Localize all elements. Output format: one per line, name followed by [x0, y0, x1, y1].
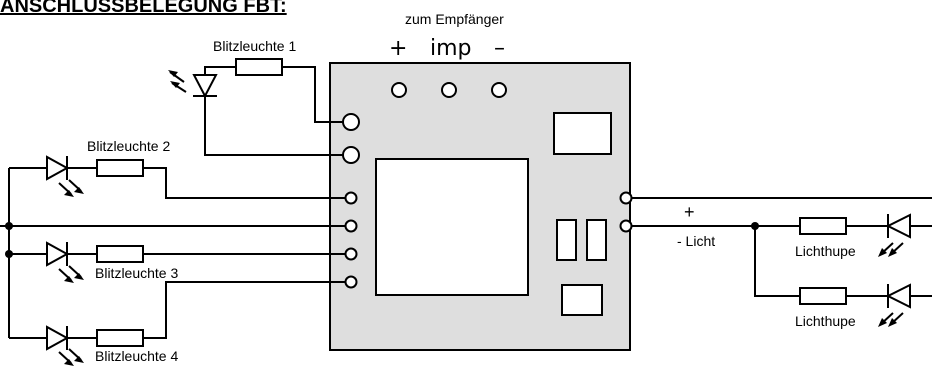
- wire-blitz2-out: [143, 167, 345, 199]
- receiver-pin-minus: –: [494, 36, 505, 61]
- label-blitz4: Blitzleuchte 4: [95, 348, 178, 364]
- receiver-terminal-plus: [391, 82, 407, 98]
- label-lichthupe-b: Lichthupe: [795, 313, 856, 329]
- label-blitz1: Blitzleuchte 1: [213, 38, 296, 54]
- resistor-lichthupe-b: [799, 287, 847, 305]
- wire-blitz4-out: [143, 281, 345, 339]
- terminal-common: [344, 219, 358, 233]
- module-component-right: [586, 219, 607, 261]
- receiver-terminal-minus: [491, 82, 507, 98]
- receiver-pin-plus: +: [389, 36, 407, 61]
- module-chip: [375, 158, 529, 296]
- wire-blitz1-return: [204, 96, 343, 156]
- label-lichthupe-a: Lichthupe: [795, 243, 856, 259]
- led-blitz2: [46, 155, 84, 197]
- led-blitz4: [46, 325, 84, 366]
- led-blitz3: [46, 241, 84, 283]
- receiver-label: zum Empfänger: [405, 11, 504, 27]
- label-out-plus: +: [684, 202, 695, 222]
- module-component-top: [553, 112, 612, 155]
- terminal-blitz2: [344, 191, 358, 205]
- receiver-pin-imp: imp: [430, 36, 472, 61]
- led-lichthupe-b: [878, 283, 911, 327]
- diagram-title: ANSCHLUSSBELEGUNG FBT:: [0, 0, 287, 17]
- label-blitz3: Blitzleuchte 3: [95, 265, 178, 281]
- receiver-terminal-imp: [441, 82, 457, 98]
- wire-blitz1-right: [282, 66, 343, 123]
- resistor-blitz4: [96, 329, 144, 347]
- module-component-left: [556, 219, 577, 261]
- led-lichthupe-a: [878, 213, 911, 257]
- terminal-blitz1-a: [342, 113, 360, 131]
- terminal-blitz3: [344, 247, 358, 261]
- resistor-blitz2: [96, 159, 144, 177]
- resistor-lichthupe-a: [799, 217, 847, 235]
- resistor-blitz1: [235, 58, 283, 76]
- wire-lichthupe-b-in: [754, 226, 800, 297]
- terminal-out-licht: [619, 219, 633, 233]
- module-component-bottom: [561, 284, 603, 316]
- terminal-out-top: [619, 191, 633, 205]
- resistor-blitz3: [96, 245, 144, 263]
- wire-blitz1-left: [204, 66, 236, 75]
- terminal-blitz1-b: [342, 146, 360, 164]
- label-out-licht: - Licht: [677, 233, 715, 249]
- terminal-blitz4: [344, 275, 358, 289]
- label-blitz2: Blitzleuchte 2: [87, 138, 170, 154]
- led-blitz1: [168, 70, 218, 99]
